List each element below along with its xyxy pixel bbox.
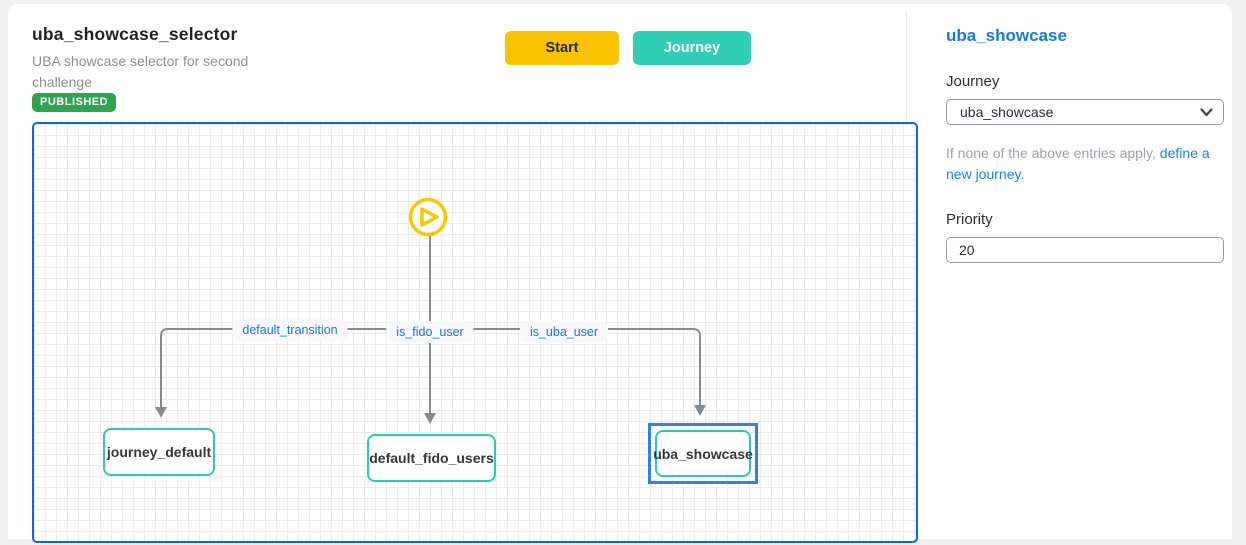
main-card: uba_showcase_selector UBA showcase selec… xyxy=(8,4,1232,543)
chevron-down-icon xyxy=(1200,107,1213,116)
node-journey-default[interactable]: journey_default xyxy=(103,428,215,476)
page-description: UBA showcase selector for second challen… xyxy=(32,53,249,90)
status-badge: PUBLISHED xyxy=(32,93,117,112)
page-title: uba_showcase_selector xyxy=(32,24,238,44)
transition-label-is-fido-user[interactable]: is_fido_user xyxy=(386,321,474,343)
flow-canvas[interactable]: default_transition is_fido_user is_uba_u… xyxy=(32,122,918,543)
define-new-journey-link[interactable]: define a new journey. xyxy=(946,145,1210,182)
transition-label-default-transition[interactable]: default_transition xyxy=(232,319,348,341)
sidebar-title: uba_showcase xyxy=(946,26,1067,45)
node-default-fido-users[interactable]: default_fido_users xyxy=(367,434,496,482)
hint-static-text: If none of the above entries apply, xyxy=(946,145,1160,161)
priority-input[interactable] xyxy=(946,237,1224,263)
journey-hint: If none of the above entries apply, defi… xyxy=(946,143,1231,185)
journey-button[interactable]: Journey xyxy=(633,31,751,65)
flow-edges xyxy=(155,197,706,424)
start-button[interactable]: Start xyxy=(505,31,619,65)
transition-label-is-uba-user[interactable]: is_uba_user xyxy=(519,321,609,343)
journey-select[interactable]: uba_showcase xyxy=(946,99,1224,125)
journey-field-label: Journey xyxy=(946,73,1000,90)
node-selection-box: uba_showcase xyxy=(648,423,758,484)
priority-field-label: Priority xyxy=(946,211,993,228)
node-uba-showcase[interactable]: uba_showcase xyxy=(653,430,753,477)
journey-select-value: uba_showcase xyxy=(960,104,1054,120)
play-icon[interactable] xyxy=(408,197,448,237)
